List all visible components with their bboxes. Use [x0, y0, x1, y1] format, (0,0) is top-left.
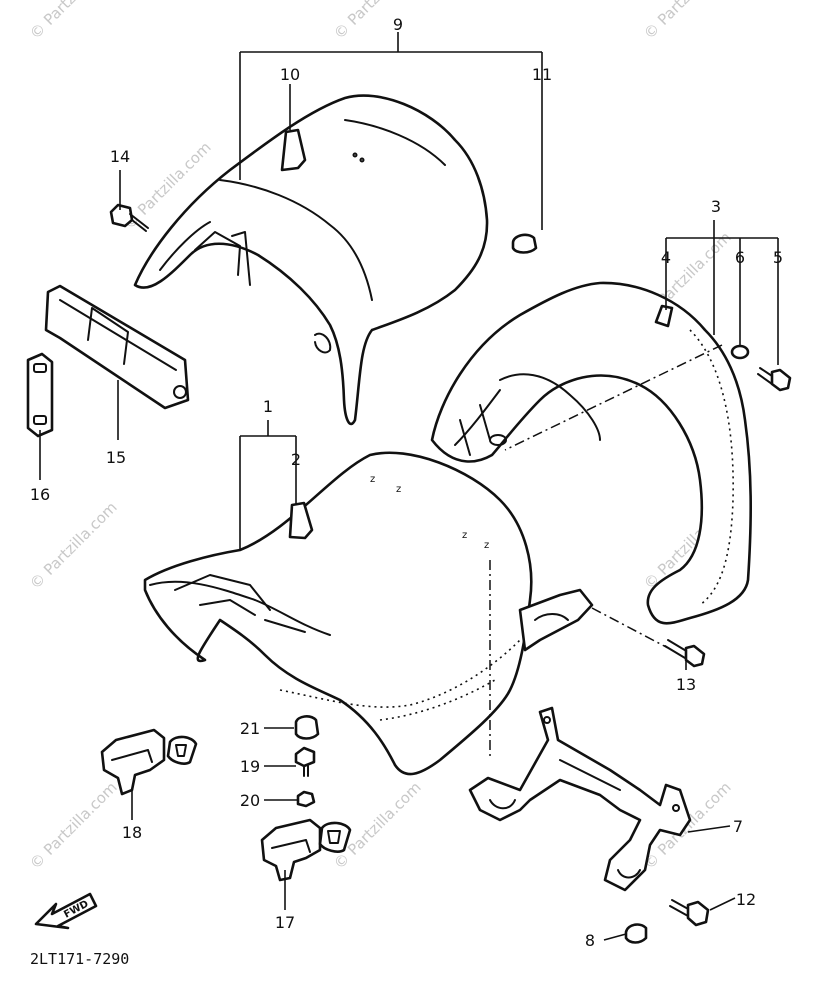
cushion-rubber-11: [511, 233, 538, 254]
callout-12: 12: [736, 890, 756, 909]
rear-seat: [133, 94, 489, 426]
callout-3: 3: [711, 197, 721, 216]
callout-6: 6: [735, 248, 745, 267]
svg-text:z: z: [484, 540, 489, 551]
callout-18: 18: [122, 823, 142, 842]
callout-1: 1: [263, 397, 273, 416]
bolt-19: [294, 746, 316, 777]
watermark: © Partzilla.com: [640, 0, 735, 43]
fwd-arrow: FWD: [34, 892, 98, 930]
callout-19: 19: [240, 757, 260, 776]
callout-17: 17: [275, 913, 295, 932]
callouts: 9 10 11 14 3 4 6 5 1 2 15 16 13 21 19 20…: [30, 15, 783, 950]
callout-13: 13: [676, 675, 696, 694]
callout-21: 21: [240, 719, 260, 738]
watermark: © Partzilla.com: [26, 498, 121, 593]
bolt-14: [109, 203, 149, 232]
callout-5: 5: [773, 248, 783, 267]
bolt-13: [664, 639, 706, 668]
svg-text:z: z: [370, 474, 375, 485]
drawing-code: 2LT171-7290: [30, 950, 129, 968]
callout-14: 14: [110, 147, 130, 166]
nut-20: [296, 790, 316, 808]
callout-11: 11: [532, 65, 552, 84]
callout-7: 7: [733, 817, 743, 836]
leader-lines: [39, 32, 779, 941]
bolt-12: [669, 899, 710, 927]
rear-cover: [430, 281, 752, 625]
callout-4: 4: [661, 248, 671, 267]
washer-6: [730, 344, 750, 360]
svg-text:z: z: [462, 530, 467, 541]
callout-9: 9: [393, 15, 403, 34]
watermark: © Partzilla.com: [330, 0, 425, 43]
svg-text:z: z: [396, 484, 401, 495]
callout-8: 8: [585, 931, 595, 950]
lock-18: [100, 728, 198, 796]
front-seat: z z z z: [143, 451, 594, 776]
seat-bracket-7: [468, 706, 692, 892]
watermark: © Partzilla.com: [26, 778, 121, 873]
bolt-5: [757, 367, 792, 392]
bracket-15: [44, 284, 190, 410]
callout-20: 20: [240, 791, 260, 810]
lock-17: [260, 818, 352, 882]
cap-21: [294, 715, 320, 740]
callout-15: 15: [106, 448, 126, 467]
callout-2: 2: [291, 450, 301, 469]
watermark: © Partzilla.com: [26, 0, 121, 43]
strap-16: [26, 352, 54, 438]
cap-8: [624, 923, 648, 944]
callout-10: 10: [280, 65, 300, 84]
callout-16: 16: [30, 485, 50, 504]
